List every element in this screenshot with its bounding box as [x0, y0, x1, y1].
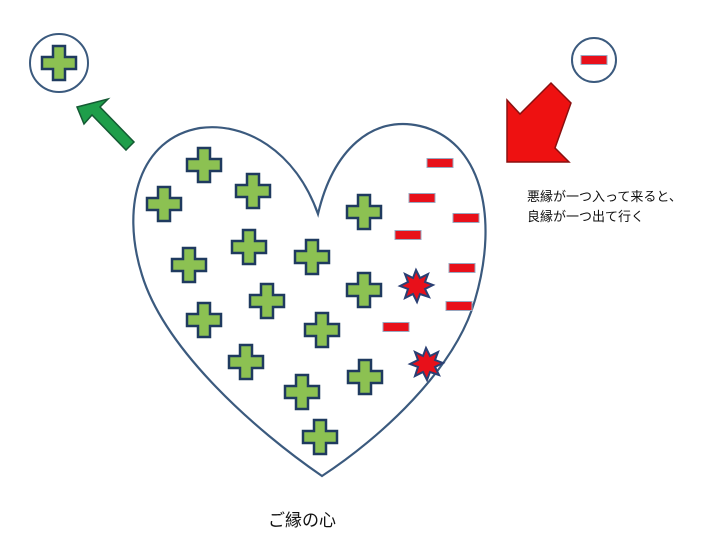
incoming-arrow-icon	[506, 81, 572, 163]
plus-circle	[29, 33, 89, 93]
annotation-line-2: 良縁が一つ出て行く	[527, 210, 645, 225]
minus-mark	[394, 230, 422, 240]
minus-mark	[448, 263, 476, 273]
diagram-caption: ご縁の心	[268, 511, 336, 531]
annotation-text: 悪縁が一つ入って来ると、 良縁が一つ出て行く	[527, 188, 682, 228]
outgoing-arrow-icon	[75, 97, 136, 152]
annotation-line-1: 悪縁が一つ入って来ると、	[527, 190, 682, 205]
minus-mark	[452, 213, 480, 223]
minus-mark	[426, 158, 454, 168]
minus-mark	[408, 193, 436, 203]
minus-mark	[382, 322, 410, 332]
explosion-icon	[399, 269, 434, 303]
explosion-icon	[409, 347, 444, 381]
minus-sign-icon	[580, 55, 608, 65]
minus-mark	[445, 301, 473, 311]
minus-circle	[571, 37, 617, 83]
heart-shape	[132, 123, 487, 478]
